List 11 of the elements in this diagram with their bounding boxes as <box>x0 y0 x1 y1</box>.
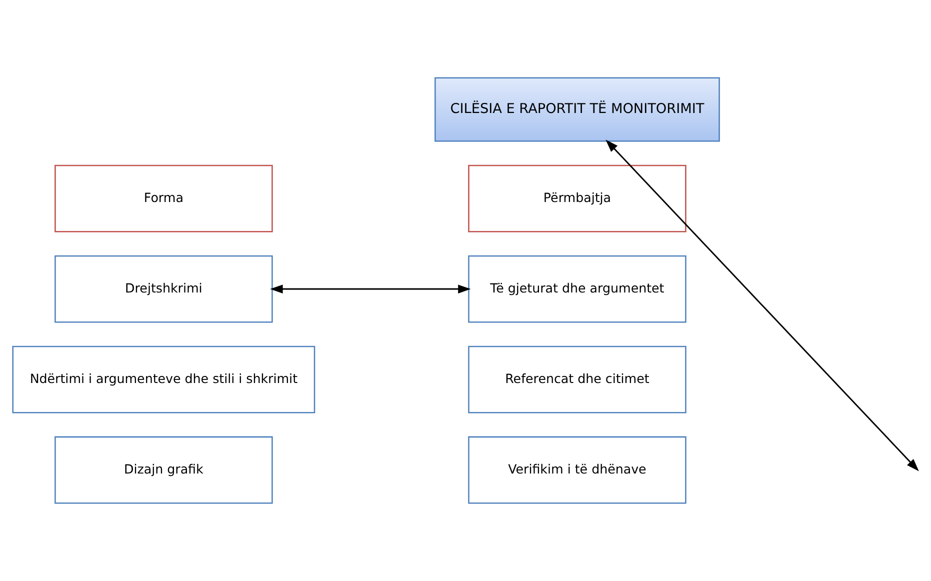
node-box: Përmbajtja <box>468 164 686 232</box>
node-box: Ndërtimi i argumenteve dhe stili i shkrimit <box>12 346 316 414</box>
arrow <box>270 284 471 294</box>
node-box: Dizajn grafik <box>54 436 273 504</box>
node-box: Referencat dhe citimet <box>468 346 686 414</box>
node-box: Të gjeturat dhe argumentet <box>468 255 686 323</box>
node-box: Verifikim i të dhënave <box>468 436 686 504</box>
node-box: CILËSIA E RAPORTIT TË MONITORIMIT <box>434 77 720 142</box>
node-box: Drejtshkrimi <box>54 255 273 323</box>
node-box: Forma <box>54 164 273 232</box>
arrow <box>606 140 919 472</box>
